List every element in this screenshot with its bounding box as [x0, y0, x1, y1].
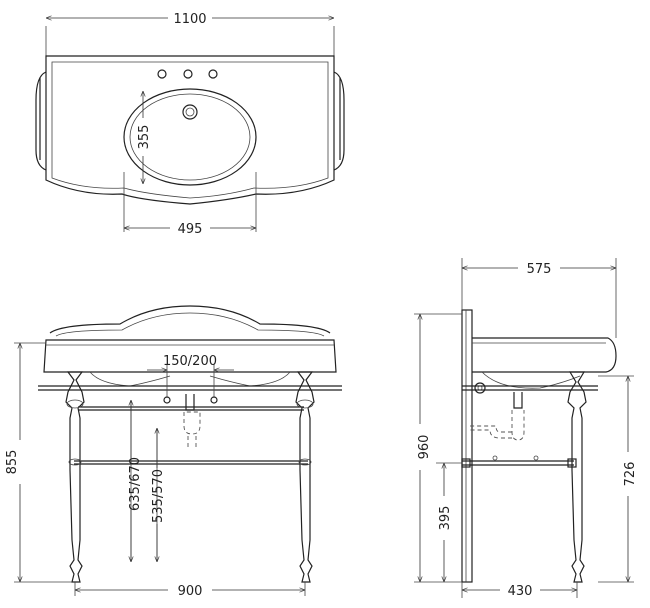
front-view [14, 305, 342, 596]
label-tap-spacing: 150/200 [163, 354, 217, 369]
label-side-depth: 575 [527, 262, 552, 277]
dim-side-height: 960 [417, 314, 432, 582]
dim-side-depth: 575 [462, 262, 616, 277]
side-view [414, 258, 634, 598]
dim-bowl-width: 495 [124, 222, 256, 237]
dim-tap-spacing: 150/200 [147, 354, 234, 398]
label-height-b: 535/570 [151, 469, 166, 523]
dim-shelf-height: 395 [436, 462, 462, 582]
dim-height-a: 635/670 [128, 400, 143, 562]
label-front-width: 900 [178, 584, 203, 599]
label-top-width: 1100 [173, 12, 206, 27]
dim-bowl-depth: 355 [137, 91, 152, 184]
dim-height-b: 535/570 [151, 428, 166, 562]
label-side-base: 430 [508, 584, 533, 599]
label-bowl-depth: 355 [137, 125, 152, 150]
dim-front-width: 900 [75, 584, 305, 599]
dim-top-width: 1100 [46, 12, 334, 27]
dim-side-overall: 726 [623, 376, 638, 582]
label-side-height: 960 [417, 435, 432, 460]
dim-side-base: 430 [462, 584, 577, 599]
label-bowl-width: 495 [178, 222, 203, 237]
label-shelf-height: 395 [438, 506, 453, 531]
label-height-a: 635/670 [128, 457, 143, 511]
top-view [35, 26, 345, 232]
dim-front-height: 855 [5, 343, 20, 582]
label-side-overall: 726 [623, 462, 638, 487]
label-front-height: 855 [5, 450, 20, 475]
